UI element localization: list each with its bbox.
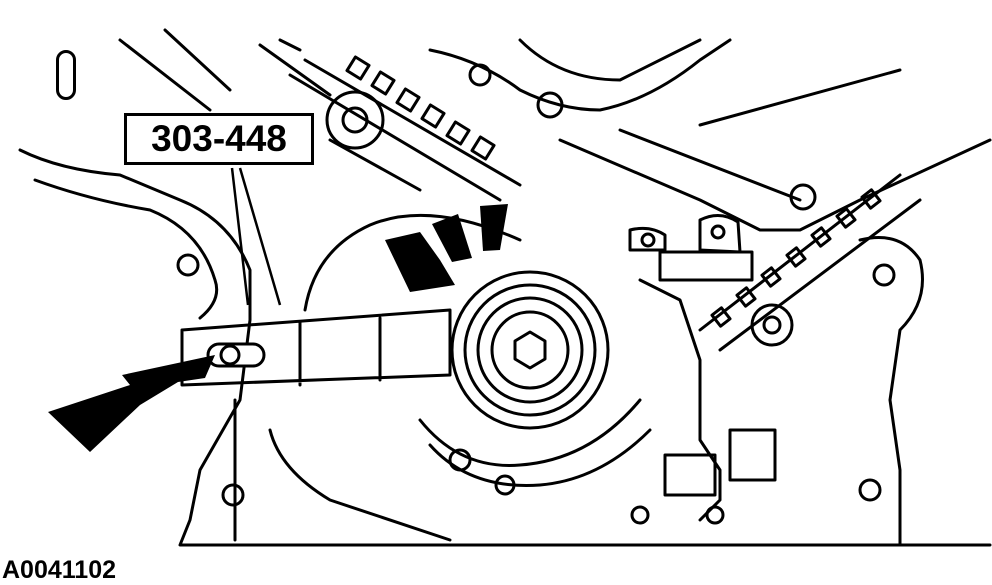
arrow-icon [48,355,215,452]
idler-pulley-inner [341,106,369,134]
bolt-hole [630,505,650,525]
tool-callout-label: 303-448 [151,118,287,159]
bracket-plate [658,250,754,282]
bolt-hole [536,91,564,119]
head-right-outline [558,68,992,232]
bolt-hole [858,478,882,502]
crank-pulley-outer [450,270,610,430]
crank-pulley-ring-1 [463,283,597,417]
tensioner-pivot-inner [762,315,782,335]
bolt-hole [221,483,245,507]
cylinder-head-outline [428,38,732,112]
step-marker-icon [56,50,76,100]
crank-pulley-ring-2 [476,296,584,404]
sprocket-arc-outer [303,213,522,312]
oil-pump-housing [638,278,722,522]
idler-pulley-outer [325,90,385,150]
lower-block-contour [233,398,452,542]
crank-pulley-ring-3 [490,310,570,390]
holding-tool-pin [219,344,241,366]
bolt-hole [494,474,516,496]
sprocket-arc-lower [418,398,642,467]
right-cover-edge [858,236,924,547]
bolt-hole [872,263,896,287]
upper-cover-edge [118,28,332,112]
callout-leader [230,167,282,306]
bracket-lug-left [628,226,667,252]
tool-callout-box: 303-448 [124,113,314,165]
timing-chain-left [288,58,522,202]
tensioner-pivot-outer [750,303,794,347]
holding-tool-bar [180,308,452,387]
arrow-icon [385,232,455,292]
front-cover-outline [18,148,992,547]
sprocket-arc-lower-2 [428,428,652,487]
pump-boss-1 [663,453,717,497]
block-left-contour [33,178,219,320]
timing-chain-right [698,173,922,352]
chain-links-left [345,55,496,161]
bolt-hole [176,253,200,277]
bolt-hole [789,183,817,211]
bracket-lug-right [698,214,742,254]
pump-boss-2 [728,428,777,482]
arrow-icon [432,214,472,262]
bolt-hole [448,448,472,472]
chain-links-right [710,188,882,328]
bolt-hole [705,505,725,525]
arrow-icon [480,204,508,251]
bolt-hole [468,63,492,87]
figure-id-label: A0041102 [2,556,117,584]
crank-bolt-hex [513,330,547,370]
